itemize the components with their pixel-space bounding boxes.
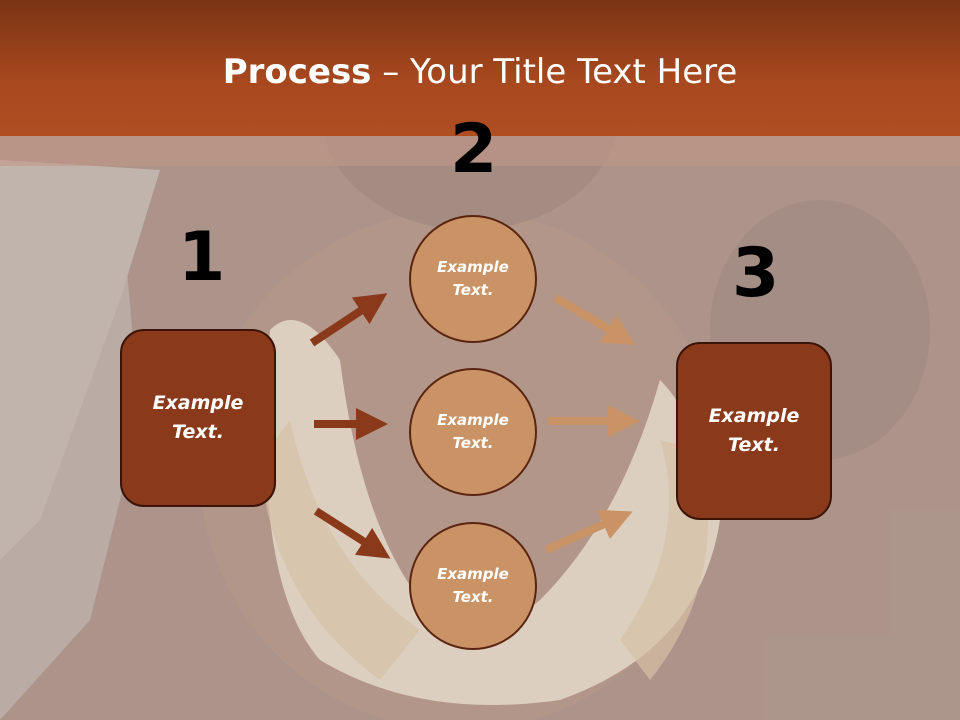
- step-number-3: 3: [732, 234, 780, 313]
- header-band: [0, 136, 960, 166]
- circle-bottom: Example Text.: [409, 522, 537, 650]
- title-rest: – Your Title Text Here: [371, 52, 738, 92]
- step-1-box: Example Text.: [120, 329, 276, 507]
- arrow-bottom-circle-to-box: [544, 509, 633, 554]
- title-bar: [0, 0, 960, 136]
- circle-middle-label: Example Text.: [437, 411, 509, 452]
- step-number-1: 1: [178, 218, 226, 297]
- arrow-top-circle-to-box: [553, 294, 636, 346]
- slide-title: Process – Your Title Text Here: [0, 52, 960, 92]
- circle-bottom-label: Example Text.: [437, 565, 509, 606]
- circle-middle: Example Text.: [409, 368, 537, 496]
- step-1-label: Example Text.: [152, 392, 244, 443]
- step-3-label: Example Text.: [708, 405, 800, 456]
- arrow-to-bottom-circle: [313, 507, 391, 559]
- arrow-to-top-circle: [309, 293, 388, 347]
- title-bold: Process: [222, 52, 372, 92]
- step-3-box: Example Text.: [676, 342, 832, 520]
- circle-top-label: Example Text.: [437, 258, 509, 299]
- step-number-2: 2: [450, 110, 498, 189]
- circle-top: Example Text.: [409, 215, 537, 343]
